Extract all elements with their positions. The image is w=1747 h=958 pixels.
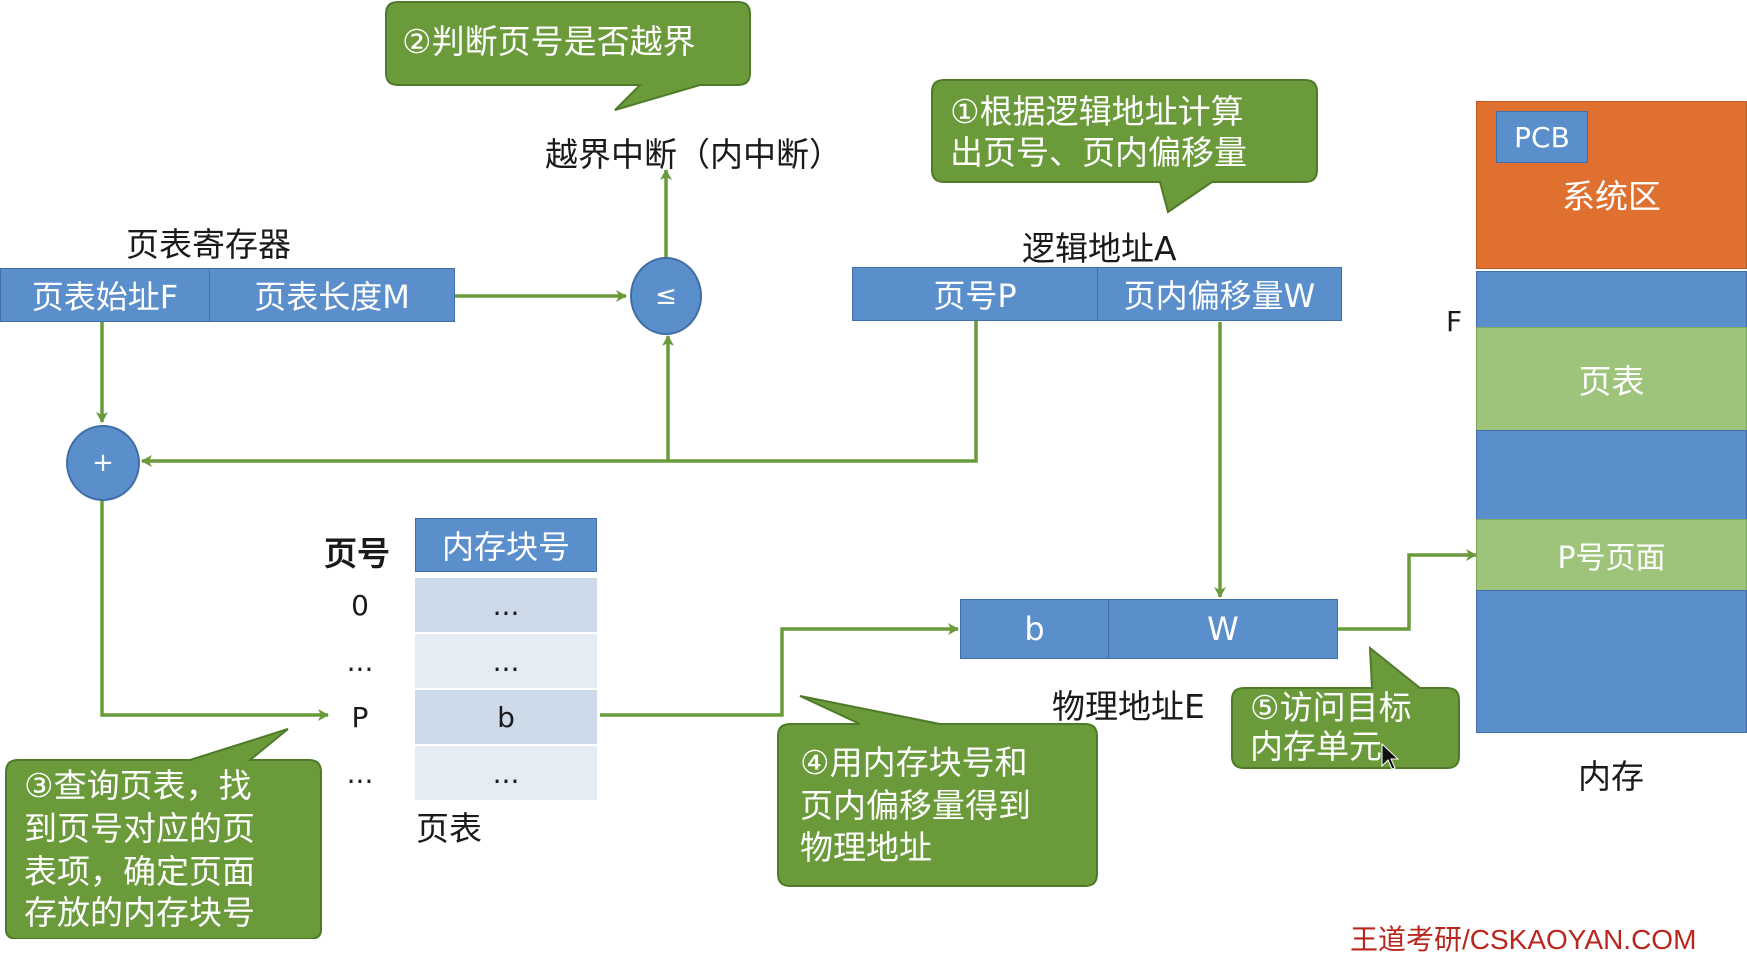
page-table-row-page: ...	[346, 756, 374, 790]
arrow-block-to-physical	[600, 623, 959, 717]
logical-page-number-field: 页号P	[852, 267, 1098, 321]
memory-f-marker: F	[1446, 305, 1463, 338]
callout-step3-line2: 到页号对应的页	[24, 809, 255, 848]
compare-node: ≤	[630, 257, 702, 335]
memory-p-page: P号页面	[1476, 519, 1747, 591]
page-table-row-page: 0	[351, 588, 369, 622]
physical-block-field: b	[960, 599, 1109, 659]
page-table-row-block: b	[415, 690, 597, 744]
arrow-physical-to-memory	[1338, 549, 1477, 631]
callout-step2-shape	[385, 1, 751, 111]
page-table-row-block: ...	[415, 634, 597, 688]
logical-address-title: 逻辑地址A	[1022, 229, 1177, 268]
callout-step5-line1: ⑤访问目标	[1250, 688, 1412, 727]
callout-step4-line2: 页内偏移量得到	[800, 786, 1031, 825]
callout-step4-line1: ④用内存块号和	[800, 743, 1028, 782]
callout-step3-line3: 表项，确定页面	[24, 852, 255, 891]
page-table-length-field: 页表长度M	[209, 268, 455, 322]
system-area-label: 系统区	[1562, 177, 1661, 216]
callout-step5-line2: 内存单元	[1250, 727, 1382, 766]
page-table-row-block: ...	[415, 578, 597, 632]
page-table-row-page: ...	[346, 644, 374, 678]
page-table-header-page: 页号	[324, 534, 390, 573]
arrow-adder-to-pagetable	[100, 500, 329, 721]
callout-step4-line3: 物理地址	[800, 828, 932, 867]
callout-step1-line2: 出页号、页内偏移量	[950, 133, 1247, 172]
memory-region	[1476, 271, 1747, 328]
page-table-register-title: 页表寄存器	[126, 225, 291, 264]
arrow-page-to-adder	[141, 320, 978, 467]
adder-node: +	[66, 425, 140, 501]
callout-step3-line4: 存放的内存块号	[24, 893, 255, 932]
memory-region	[1476, 430, 1747, 520]
callout-step5-shape	[1231, 645, 1460, 769]
watermark: 王道考研/CSKAOYAN.COM	[1350, 924, 1697, 955]
page-table-caption: 页表	[416, 809, 482, 848]
cursor-icon	[1381, 742, 1400, 770]
callout-step3-line1: ③查询页表，找	[24, 766, 252, 805]
physical-address-label: 物理地址E	[1052, 687, 1205, 726]
memory-region	[1476, 590, 1747, 733]
page-table-header-block: 内存块号	[415, 518, 597, 572]
page-table-start-field: 页表始址F	[0, 268, 210, 322]
logical-offset-field: 页内偏移量W	[1097, 267, 1342, 321]
page-table-row-block: ...	[415, 746, 597, 800]
callout-step1-shape	[931, 79, 1318, 214]
physical-offset-field: W	[1108, 599, 1338, 659]
page-table-row-page: P	[351, 700, 369, 734]
pcb-block: PCB	[1496, 111, 1588, 163]
overflow-interrupt-label: 越界中断（内中断）	[545, 135, 842, 174]
callout-step2-text: ②判断页号是否越界	[402, 22, 696, 61]
memory-caption: 内存	[1578, 757, 1644, 796]
callout-step4-shape	[777, 695, 1098, 887]
callout-step1-line1: ①根据逻辑地址计算	[950, 92, 1244, 131]
